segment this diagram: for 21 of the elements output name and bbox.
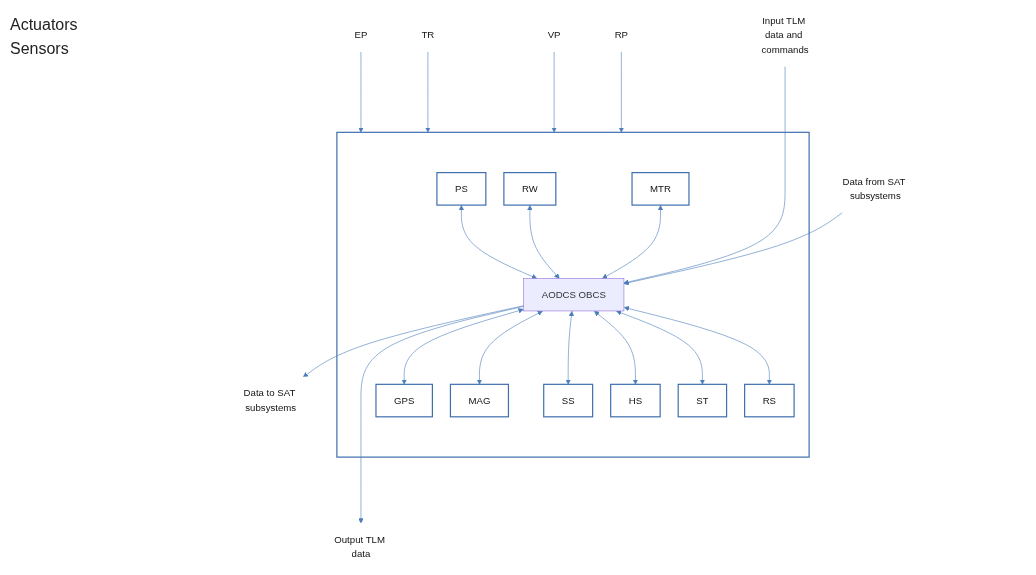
node-text: EP bbox=[354, 30, 368, 41]
node-box: GPS bbox=[375, 383, 433, 418]
section-label: Actuators bbox=[10, 16, 79, 34]
node-text: Input TLM data and commands bbox=[761, 15, 809, 55]
node-text: RP bbox=[614, 30, 629, 41]
node-text: Output TLM data bbox=[334, 534, 385, 559]
node-box: RS bbox=[744, 383, 795, 418]
node-box: SS bbox=[543, 383, 594, 418]
node-text: Data from SAT subsystems bbox=[842, 176, 906, 201]
node-box: ST bbox=[677, 383, 728, 418]
section-label: Sensors bbox=[10, 40, 70, 58]
node-text: VP bbox=[547, 30, 561, 41]
node-box: AODCS OBCS bbox=[523, 278, 625, 312]
node-box: RW bbox=[503, 172, 557, 206]
node-box: MTR bbox=[631, 172, 690, 206]
node-text: Data to SAT subsystems bbox=[243, 387, 297, 413]
node-box: MAG bbox=[449, 383, 510, 418]
cluster bbox=[336, 131, 810, 458]
node-text: TR bbox=[421, 30, 435, 41]
node-box: HS bbox=[610, 383, 661, 418]
node-box: PS bbox=[436, 172, 487, 206]
